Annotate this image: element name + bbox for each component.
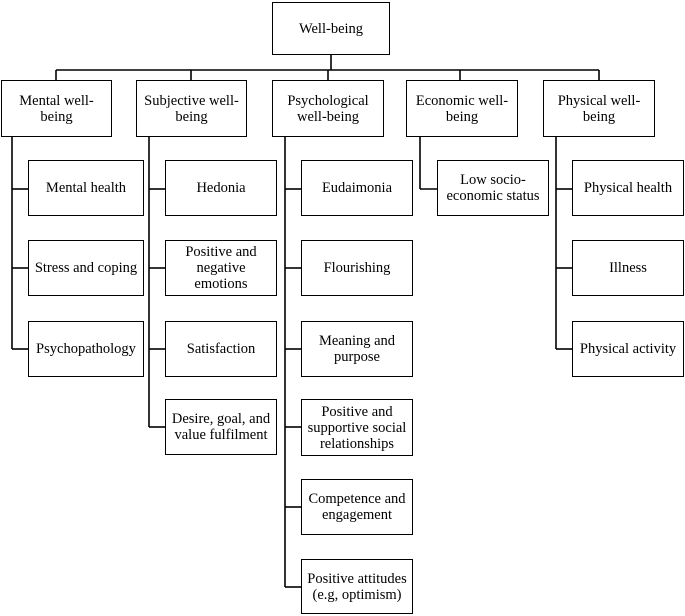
- node-positive-attitudes: Positive attitudes (e.g, optimism): [301, 559, 413, 614]
- category-psychological-wellbeing: Psychological well-being: [272, 80, 384, 137]
- node-label: Mental health: [45, 180, 127, 196]
- node-desire-goal-value-fulfilment: Desire, goal, and value fulfilment: [165, 399, 277, 455]
- node-label: Competence and engagement: [308, 491, 406, 523]
- node-competence-and-engagement: Competence and engagement: [301, 479, 413, 535]
- category-subjective-wellbeing: Subjective well-being: [136, 80, 247, 137]
- category-label: Physical well-being: [557, 92, 641, 125]
- node-label: Positive and negative emotions: [185, 244, 257, 292]
- node-meaning-and-purpose: Meaning and purpose: [301, 321, 413, 377]
- node-physical-health: Physical health: [572, 160, 684, 216]
- node-label: Illness: [609, 260, 647, 276]
- root-node: Well-being: [272, 2, 390, 55]
- category-label: Mental well-being: [19, 92, 94, 125]
- node-satisfaction: Satisfaction: [165, 321, 277, 377]
- node-label: Low socio-economic status: [446, 172, 540, 204]
- node-psychopathology: Psychopathology: [28, 321, 144, 377]
- category-label: Subjective well-being: [144, 92, 239, 125]
- node-label: Physical activity: [579, 341, 677, 357]
- node-hedonia: Hedonia: [165, 160, 277, 216]
- node-physical-activity: Physical activity: [572, 321, 684, 377]
- node-stress-and-coping: Stress and coping: [28, 240, 144, 296]
- node-label: Hedonia: [196, 180, 246, 196]
- node-low-socioeconomic-status: Low socio-economic status: [437, 160, 549, 216]
- node-mental-health: Mental health: [28, 160, 144, 216]
- node-label: Positive attitudes (e.g, optimism): [307, 570, 407, 603]
- node-illness: Illness: [572, 240, 684, 296]
- node-label: Desire, goal, and value fulfilment: [171, 411, 271, 443]
- node-label: Meaning and purpose: [318, 333, 396, 365]
- node-label: Positive and supportive social relations…: [307, 403, 407, 452]
- node-label: Flourishing: [323, 260, 391, 276]
- node-label: Stress and coping: [34, 260, 138, 276]
- node-label: Physical health: [583, 180, 673, 196]
- category-label: Economic well-being: [415, 92, 509, 125]
- node-positive-supportive-relationships: Positive and supportive social relations…: [301, 399, 413, 456]
- node-label: Psychopathology: [36, 341, 136, 357]
- category-mental-wellbeing: Mental well-being: [1, 80, 112, 137]
- category-physical-wellbeing: Physical well-being: [543, 80, 655, 137]
- node-flourishing: Flourishing: [301, 240, 413, 296]
- category-economic-wellbeing: Economic well-being: [406, 80, 518, 137]
- root-node-label: Well-being: [298, 20, 364, 37]
- node-label: Eudaimonia: [321, 180, 393, 196]
- category-label: Psychological well-being: [287, 92, 369, 125]
- node-label: Satisfaction: [186, 341, 256, 357]
- node-positive-negative-emotions: Positive and negative emotions: [165, 240, 277, 296]
- node-eudaimonia: Eudaimonia: [301, 160, 413, 216]
